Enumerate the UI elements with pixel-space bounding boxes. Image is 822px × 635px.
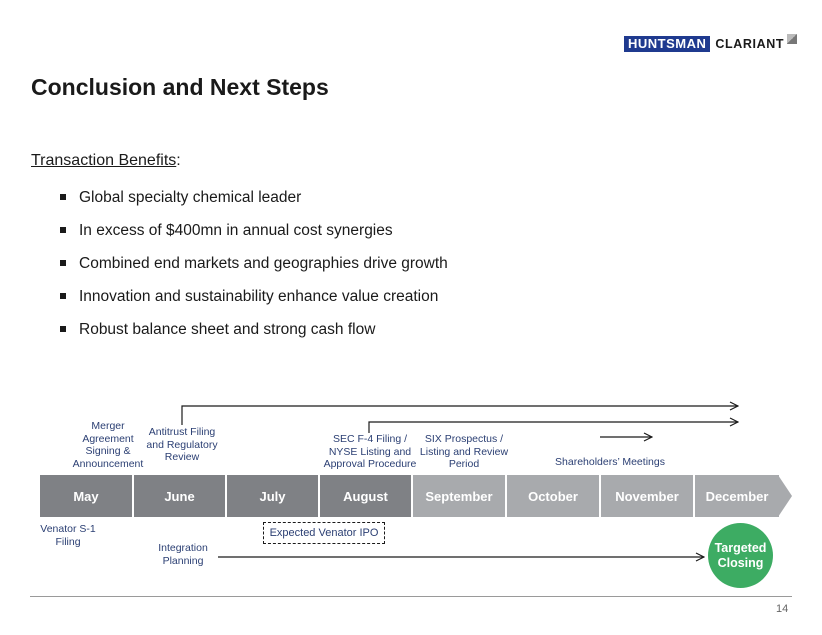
- timeline-arrow-tip: [778, 475, 792, 517]
- merger-label: Merger Agreement Signing & Announcement: [72, 420, 144, 470]
- list-item-text: Global specialty chemical leader: [79, 189, 302, 206]
- benefits-heading-text: Transaction Benefits: [31, 152, 177, 169]
- page-number: 14: [776, 603, 789, 615]
- shareholders-label: Shareholders’ Meetings: [555, 456, 665, 468]
- sec-f4-label: SEC F-4 Filing / NYSE Listing and Approv…: [323, 433, 417, 470]
- list-item: Innovation and sustainability enhance va…: [58, 288, 448, 321]
- month-august: August: [320, 475, 411, 517]
- bullet-icon: [60, 293, 66, 299]
- expected-ipo-box: Expected Venator IPO: [263, 522, 385, 544]
- month-may: May: [40, 475, 132, 517]
- month-december: December: [695, 475, 779, 517]
- antitrust-label: Antitrust Filing and Regulatory Review: [146, 426, 218, 463]
- month-june: June: [134, 475, 225, 517]
- month-november: November: [601, 475, 693, 517]
- bullet-icon: [60, 326, 66, 332]
- footer-divider: [30, 596, 792, 597]
- benefits-heading-colon: :: [176, 152, 181, 169]
- integration-label: Integration Planning: [158, 542, 208, 567]
- list-item-text: Innovation and sustainability enhance va…: [79, 288, 439, 305]
- page-title: Conclusion and Next Steps: [31, 74, 329, 100]
- month-september: September: [413, 475, 505, 517]
- logo: HUNTSMAN CLARIANT: [624, 34, 798, 52]
- list-item: In excess of $400mn in annual cost syner…: [58, 222, 448, 255]
- list-item: Global specialty chemical leader: [58, 189, 448, 222]
- venator-s1-label: Venator S-1 Filing: [40, 523, 96, 548]
- list-item-text: Combined end markets and geographies dri…: [79, 255, 448, 272]
- month-october: October: [507, 475, 599, 517]
- month-july: July: [227, 475, 318, 517]
- list-item: Robust balance sheet and strong cash flo…: [58, 321, 448, 354]
- sec-f4-arrow: [368, 422, 738, 433]
- benefits-list: Global specialty chemical leader In exce…: [58, 189, 448, 354]
- bullet-icon: [60, 227, 66, 233]
- targeted-closing-badge: Targeted Closing: [708, 523, 773, 588]
- huntsman-logo: HUNTSMAN: [624, 36, 711, 52]
- clariant-logo: CLARIANT: [715, 37, 785, 51]
- list-item-text: Robust balance sheet and strong cash flo…: [79, 321, 376, 338]
- bullet-icon: [60, 194, 66, 200]
- clariant-mark-icon: [787, 34, 798, 44]
- antitrust-arrow: [181, 406, 738, 425]
- six-label: SIX Prospectus / Listing and Review Peri…: [419, 433, 509, 470]
- list-item: Combined end markets and geographies dri…: [58, 255, 448, 288]
- bullet-icon: [60, 260, 66, 266]
- list-item-text: In excess of $400mn in annual cost syner…: [79, 222, 393, 239]
- benefits-heading: Transaction Benefits:: [31, 152, 181, 170]
